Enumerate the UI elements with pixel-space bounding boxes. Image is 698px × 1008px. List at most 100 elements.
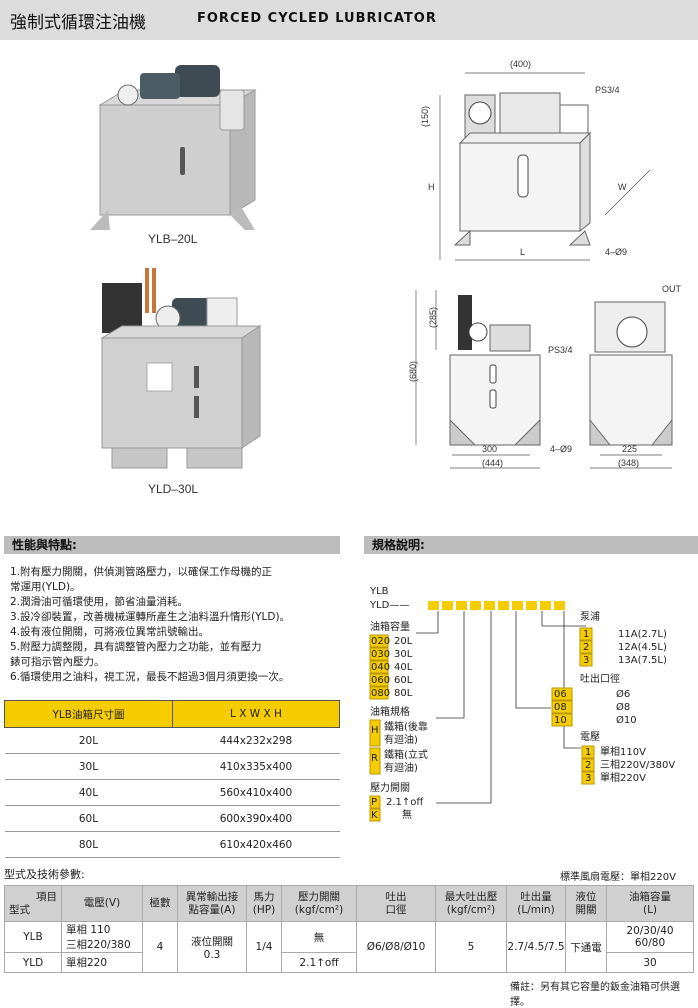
cell: 60/80 — [634, 937, 666, 949]
pump-code: 3 — [583, 655, 589, 666]
voltage-value: 單相220V — [600, 771, 646, 784]
dim-b2: (348) — [618, 458, 639, 468]
voltage-code: 1 — [585, 747, 591, 758]
feature-item: 1.附有壓力開關，供偵測管路壓力，以確保工作母機的正 — [10, 566, 273, 578]
type-line: 鐵箱(立式 — [384, 748, 428, 761]
cell: 4 — [142, 921, 178, 973]
tank-value: 40L — [394, 662, 413, 673]
tank-value: 60L — [394, 675, 413, 686]
feature-item: 5.附壓力調整閥，具有調整管內壓力之功能，並有壓力 — [10, 641, 262, 653]
model-a: YLB — [369, 586, 389, 597]
outlet-label: 吐出口徑 — [580, 672, 620, 685]
cell: 30 — [606, 952, 694, 973]
th: (kgf/cm²) — [446, 903, 496, 916]
outlet-value: Ø10 — [616, 714, 637, 726]
port-label-2: PS3/4 — [548, 345, 573, 355]
dim-a2: (444) — [482, 458, 503, 468]
spec-heading: 規格說明: — [364, 536, 698, 554]
cell: 2.1↑off — [281, 952, 357, 973]
cell: 410x335x400 — [172, 753, 340, 780]
features-list: 1.附有壓力開關，供偵測管路壓力，以確保工作母機的正 常運用(YLD)。 2.潤… — [10, 565, 340, 685]
cell: 610x420x460 — [172, 831, 340, 858]
drawing-ylb: (400) (150) H PS3/4 W L 4–Ø9 — [420, 59, 651, 261]
cell: 560x410x400 — [172, 779, 340, 806]
feature-item: 常運用(YLD)。 — [10, 581, 81, 593]
type-line: 鐵箱(後靠 — [384, 720, 428, 733]
pump-value: 13A(7.5L) — [618, 655, 667, 666]
cell: 2.7/4.5/7.5 — [506, 921, 566, 973]
th: 異常輸出接 — [185, 890, 239, 903]
th: (L) — [642, 903, 658, 916]
cell: 40L — [4, 779, 173, 806]
cell: Ø6/Ø8/Ø10 — [356, 921, 436, 973]
code-boxes — [428, 601, 565, 610]
th: 電壓(V) — [61, 885, 143, 922]
dim-left: (150) — [420, 106, 430, 127]
tank-code: 060 — [371, 675, 390, 686]
switch-code: P — [371, 797, 377, 808]
cell: 20/30/40 — [626, 925, 674, 937]
dim-left-b: (680) — [408, 361, 418, 382]
cell: 30L — [4, 753, 173, 780]
features-heading: 性能與特點: — [4, 536, 340, 554]
voltage-value: 單相110V — [600, 745, 646, 758]
title-bar: 強制式循環注油機 FORCED CYCLED LUBRICATOR — [0, 0, 698, 40]
th: 油箱容量 — [629, 890, 671, 903]
cell: 液位開關 — [191, 935, 233, 948]
tank-code: 020 — [371, 636, 390, 647]
cell: 80L — [4, 831, 173, 858]
tank-code: 040 — [371, 662, 390, 673]
cell: 1/4 — [246, 921, 282, 973]
table-row: YLD 單相220 2.1↑off 30 — [4, 952, 694, 973]
outlet-code: 06 — [554, 689, 567, 700]
dim-a1: 300 — [482, 444, 497, 454]
th: 液位 — [575, 890, 597, 903]
page-title: 強制式循環注油機 — [10, 13, 146, 33]
feature-item: 錶可指示管內壓力。 — [10, 656, 105, 668]
out-label: OUT — [662, 284, 682, 294]
th: (HP) — [252, 903, 276, 916]
feature-item: 3.設冷卻裝置，改善機械運轉所產生之油料溫升情形(YLD)。 — [10, 611, 291, 623]
size-header-dims: L X W X H — [171, 700, 341, 728]
th: 馬力 — [253, 890, 275, 903]
cell: 單相220 — [61, 952, 143, 973]
th: 壓力開關 — [298, 890, 340, 903]
type-line: 有迴油) — [384, 761, 418, 774]
product-photo-ylb — [90, 65, 257, 230]
th: (L/min) — [517, 903, 555, 916]
tank-value: 30L — [394, 649, 413, 660]
holes-label: 4–Ø9 — [605, 247, 627, 257]
switch-label: 壓力開關 — [370, 781, 410, 794]
cell: YLB — [4, 921, 62, 953]
pump-value: 11A(2.7L) — [618, 629, 667, 640]
feature-item: 4.設有液位開關，可將液位異常訊號輸出。 — [10, 626, 210, 638]
label-h: H — [428, 182, 435, 192]
th: 最大吐出壓 — [444, 890, 498, 903]
product-photo-yld — [100, 268, 262, 469]
cell: 5 — [435, 921, 507, 973]
feature-item: 2.潤滑油可循環使用，節省油量消耗。 — [10, 596, 189, 608]
cell: 60L — [4, 805, 173, 832]
cell: 20L — [4, 727, 173, 754]
th: 點容量(A) — [188, 903, 236, 916]
cell: 三相220/380 — [66, 939, 131, 951]
feature-item: 6.循環使用之油料，視工況，最長不超過3個月須更換一次。 — [10, 671, 290, 683]
th: 項目 — [36, 890, 57, 903]
th: 口徑 — [385, 903, 407, 916]
voltage-code: 3 — [585, 773, 591, 784]
th: 極數 — [142, 885, 178, 922]
th: 開關 — [575, 903, 597, 916]
fan-note: 標準風扇電壓：單相220V — [560, 872, 676, 883]
port-label: PS3/4 — [595, 85, 620, 95]
outlet-value: Ø8 — [616, 701, 630, 713]
photo-caption-ylb: YLB–20L — [148, 232, 198, 246]
